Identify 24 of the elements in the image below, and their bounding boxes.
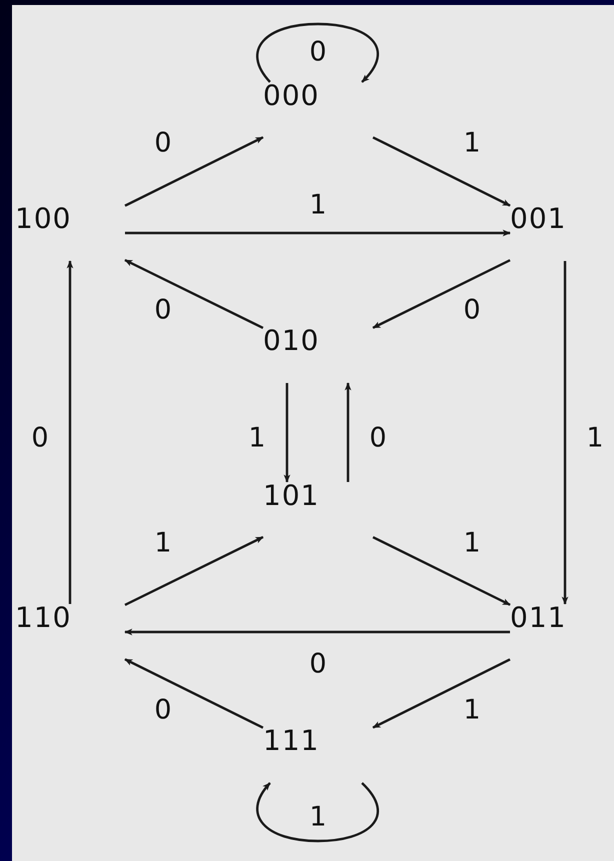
arrow <box>125 230 511 236</box>
arrow <box>344 382 352 482</box>
arrow <box>372 136 511 207</box>
arrow <box>562 261 568 605</box>
arrow <box>124 658 264 729</box>
self-loop-arrow <box>256 782 379 842</box>
state-label: 100 <box>15 205 72 233</box>
arrow <box>372 536 511 606</box>
state-label: 111 <box>263 727 320 755</box>
arrow <box>66 260 74 604</box>
state-label: 001 <box>510 205 566 233</box>
arrow <box>372 658 511 729</box>
state-label: 000 <box>263 82 320 110</box>
arrow <box>124 536 264 606</box>
arrow <box>372 259 511 329</box>
arrow <box>124 628 510 636</box>
arrow <box>124 258 264 330</box>
state-label: 010 <box>263 327 320 355</box>
state-label: 110 <box>15 604 72 632</box>
arrow <box>284 383 290 483</box>
arrow <box>124 136 264 207</box>
state-label: 101 <box>263 482 320 510</box>
state-label: 011 <box>510 604 566 632</box>
self-loop-arrow <box>256 22 379 83</box>
